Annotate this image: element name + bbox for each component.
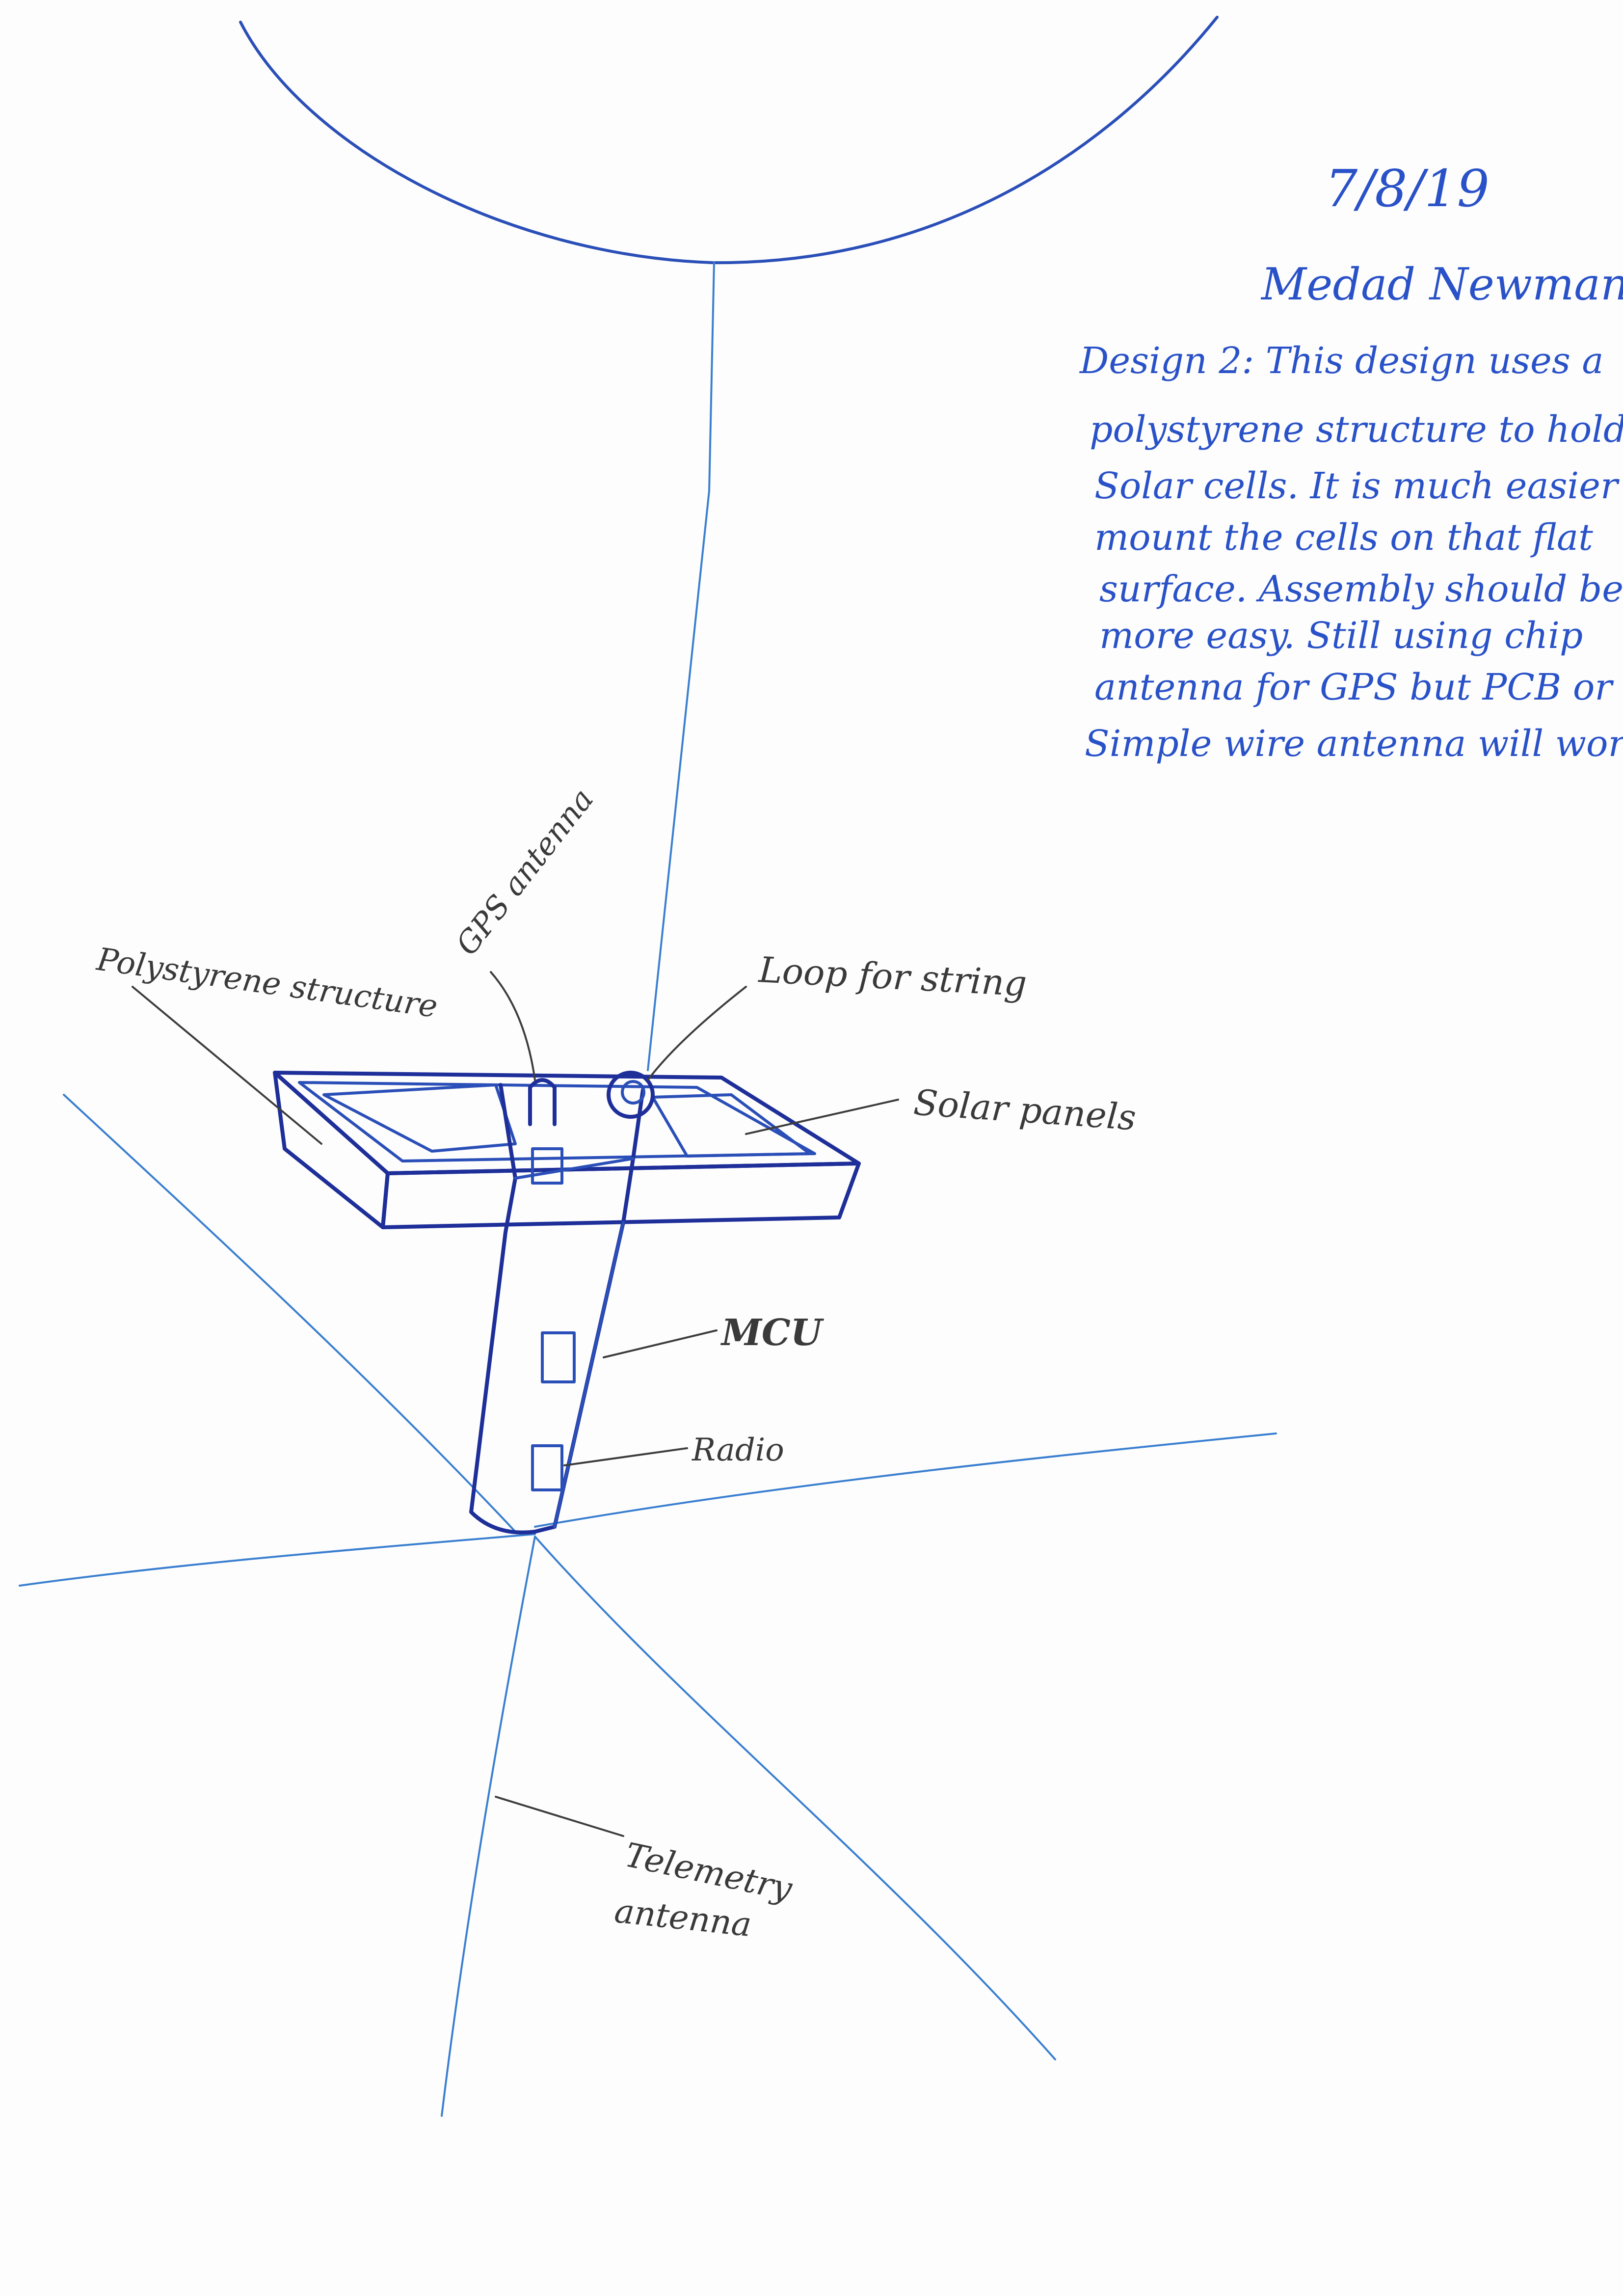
note-line: Simple wire antenna will work. — [1085, 723, 1623, 765]
label-gps-antenna: GPS antenna — [449, 782, 600, 962]
telemetry-wire-down — [442, 1537, 535, 2116]
telemetry-wire-diagonal — [535, 1537, 1055, 2059]
label-solar-panels: Solar panels — [912, 1081, 1138, 1138]
leader-loop — [648, 987, 746, 1080]
radio-box — [532, 1446, 562, 1490]
date-text: 7/8/19 — [1325, 159, 1490, 218]
leader-gps — [491, 972, 535, 1080]
mcu-box — [542, 1333, 574, 1382]
wire-left-lower — [20, 1534, 535, 1586]
note-line: mount the cells on that flat — [1094, 516, 1593, 559]
stem-edge — [555, 1222, 623, 1527]
author-name: Medad Newman — [1260, 259, 1623, 310]
leader-mcu — [604, 1330, 717, 1357]
label-polystyrene: Polystyrene structure — [94, 941, 440, 1025]
note-line: surface. Assembly should be — [1099, 568, 1623, 610]
label-loop: Loop for string — [757, 949, 1028, 1004]
leader-telemetry — [496, 1797, 623, 1836]
note-line: Design 2: This design uses a — [1079, 340, 1603, 382]
leader-solar — [746, 1100, 898, 1134]
label-telemetry-2: antenna — [612, 1891, 753, 1945]
balloon-outline — [240, 17, 1217, 263]
stem — [471, 1085, 643, 1533]
label-radio: Radio — [692, 1432, 784, 1468]
string-loop — [609, 1073, 653, 1117]
label-mcu: MCU — [720, 1312, 825, 1354]
tether-string — [648, 263, 714, 1070]
wire-right-upper — [535, 1433, 1276, 1527]
gps-module — [532, 1149, 562, 1183]
leader-radio — [564, 1448, 687, 1465]
note-line: antenna for GPS but PCB or — [1094, 666, 1614, 708]
tray-front-face — [383, 1163, 859, 1227]
note-line: polystyrene structure to hold the — [1090, 408, 1623, 451]
note-line: Solar cells. It is much easier to — [1094, 465, 1623, 507]
tray-left-face — [275, 1073, 388, 1227]
leader-polystyrene — [133, 987, 321, 1144]
note-line: more easy. Still using chip — [1099, 615, 1583, 657]
design-notes: Design 2: This design uses a polystyrene… — [1079, 340, 1623, 765]
